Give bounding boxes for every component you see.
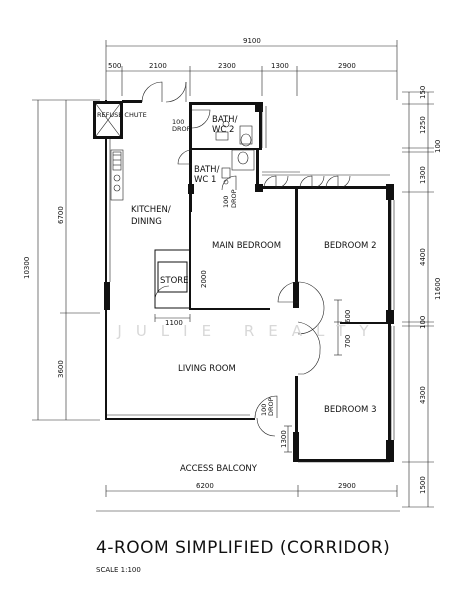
top-dimensions: 9100 500 2100 2300 1300 2900 (105, 37, 398, 100)
plan-scale: SCALE 1:100 (96, 566, 141, 574)
bath-drop-value: 100 (222, 196, 230, 208)
dim-top-seg-3: 2300 (218, 62, 236, 70)
kitchen-drop-value: 100 (172, 118, 184, 126)
right-dimensions: 150 1250 100 1300 4400 100 4300 1500 116… (402, 86, 442, 508)
left-dimensions: 10300 6700 3600 (23, 99, 100, 421)
bath-fixtures (215, 120, 255, 185)
doors (141, 81, 351, 437)
entry-drop-value: 100 (260, 404, 268, 416)
room-labels: KITCHEN/ DINING BATH/ WC 2 BATH/ WC 1 MA… (131, 115, 376, 474)
bath2-label-line2: WC 2 (212, 125, 234, 135)
dim-right-seg-2: 1250 (419, 116, 427, 134)
living-room-label: LIVING ROOM (178, 364, 236, 374)
dim-top-seg-1: 500 (108, 62, 121, 70)
bedroom3-label: BEDROOM 3 (324, 405, 376, 415)
dim-right-seg-6: 100 (419, 316, 427, 329)
bath1-label-line2: WC 1 (194, 175, 216, 185)
bath2-label-line1: BATH/ (212, 115, 238, 125)
dim-right-seg-4: 1300 (419, 166, 427, 184)
windows (105, 103, 395, 463)
dim-top-seg-4: 1300 (271, 62, 289, 70)
kitchen-label-line1: KITCHEN/ (131, 205, 171, 215)
dim-left-upper: 6700 (57, 206, 65, 224)
dim-right-seg-8: 1500 (419, 476, 427, 494)
dim-top-total: 9100 (243, 37, 261, 45)
dim-right-seg-1: 150 (419, 86, 427, 99)
store-room (154, 249, 191, 309)
bath-drop-text: DROP (230, 189, 238, 208)
dim-top-seg-5: 2900 (338, 62, 356, 70)
main-bedroom-label: MAIN BEDROOM (212, 241, 281, 251)
kitchen-drop-text: DROP (172, 125, 191, 133)
entry-drop-text: DROP (267, 397, 275, 416)
drop-labels: 100 DROP 100 DROP 100 DROP (172, 118, 275, 416)
dim-store-width: 1100 (165, 319, 183, 327)
dim-bottom-seg-2: 2900 (338, 482, 356, 490)
plan-title: 4-ROOM SIMPLIFIED (CORRIDOR) (96, 538, 391, 558)
dim-top-seg-2: 2100 (149, 62, 167, 70)
dim-right-seg-7: 4300 (419, 386, 427, 404)
dim-left-outer: 10300 (23, 257, 31, 279)
kitchen-counter (110, 149, 124, 201)
dim-right-total: 11600 (434, 278, 442, 300)
dim-entry-1300: 1300 (280, 430, 288, 448)
access-balcony-label: ACCESS BALCONY (180, 464, 258, 474)
dim-right-seg-3: 100 (434, 140, 442, 153)
refuse-chute-label: REFUSE CHUTE (97, 111, 147, 119)
store-label: STORE (160, 276, 189, 286)
bottom-dimensions: 6200 2900 (96, 482, 400, 512)
refuse-chute: REFUSE CHUTE (93, 101, 147, 139)
dim-corridor-700: 700 (344, 335, 352, 348)
bath1-label-line1: BATH/ (194, 165, 220, 175)
watermark: JULIE REALTY (117, 322, 383, 340)
kitchen-label-line2: DINING (131, 217, 162, 227)
dim-bottom-seg-1: 6200 (196, 482, 214, 490)
bedroom2-label: BEDROOM 2 (324, 241, 376, 251)
dim-corridor-600: 600 (344, 310, 352, 323)
inner-dimensions: 1100 2000 600 700 1300 (154, 270, 352, 453)
dim-left-lower: 3600 (57, 360, 65, 378)
dim-right-seg-5: 4400 (419, 248, 427, 266)
dim-store-height: 2000 (200, 270, 208, 288)
